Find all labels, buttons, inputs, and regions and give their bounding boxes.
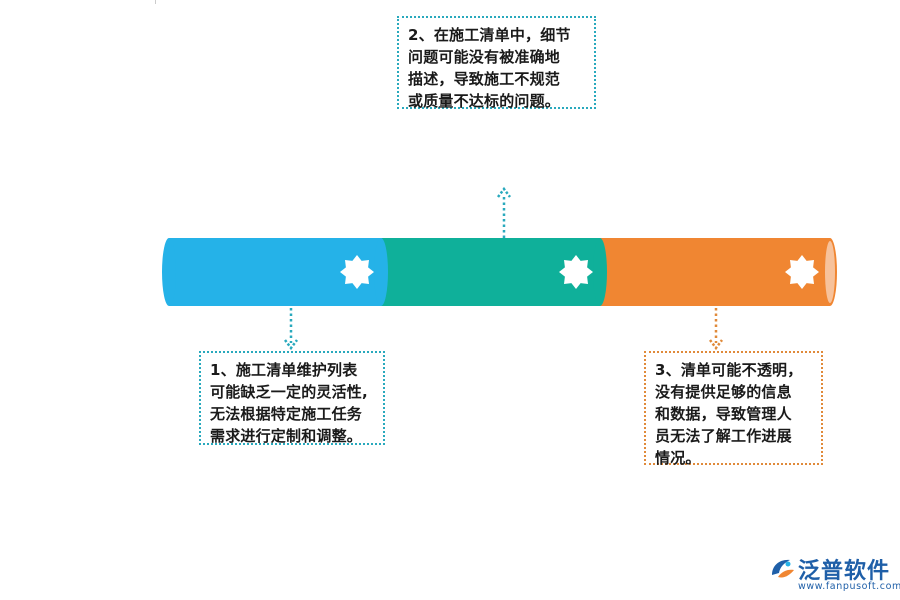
callout-3-line: 和数据，导致管理人: [655, 405, 792, 423]
callout-3-line: 员无法了解工作进展: [655, 427, 792, 445]
callout-1: 1、施工清单维护列表 可能缺乏一定的灵活性, 无法根据特定施工任务 需求进行定制…: [199, 351, 385, 445]
callout-2-line: 描述，导致施工不规范: [408, 70, 561, 88]
brand-logo: 泛普软件 www.fanpusoft.com: [768, 553, 900, 597]
callout-2-line: 问题可能没有被准确地: [408, 48, 561, 66]
callout-3: 3、清单可能不透明， 没有提供足够的信息 和数据，导致管理人 员无法了解工作进展…: [644, 351, 823, 467]
star-burst-icon: [559, 255, 593, 289]
callout-3-line: 3、清单可能不透明，: [655, 361, 803, 379]
connector-1: [284, 308, 298, 351]
connector-2: [497, 186, 511, 238]
callout-3-line: 没有提供足够的信息: [655, 383, 792, 401]
brand-url: www.fanpusoft.com: [798, 581, 900, 592]
segment-3: [593, 238, 837, 306]
callout-2-line: 或质量不达标的问题。: [408, 92, 561, 110]
callout-3-line: 情况。: [655, 449, 701, 467]
top-edge-mark: [155, 0, 156, 4]
callout-1-line: 需求进行定制和调整。: [210, 427, 363, 445]
callout-1-line: 可能缺乏一定的灵活性,: [210, 383, 368, 401]
segment-1: [162, 238, 388, 306]
star-burst-icon: [785, 255, 819, 289]
callout-2: 2、在施工清单中，细节 问题可能没有被准确地 描述，导致施工不规范 或质量不达标…: [397, 16, 596, 110]
callout-2-line: 2、在施工清单中，细节: [408, 26, 571, 44]
callout-1-line: 无法根据特定施工任务: [210, 405, 363, 423]
brand-name: 泛普软件: [798, 559, 891, 584]
connector-3: [709, 308, 723, 351]
fanpu-logo-icon: [772, 559, 794, 578]
callout-1-line: 1、施工清单维护列表: [210, 361, 358, 379]
star-burst-icon: [340, 255, 374, 289]
